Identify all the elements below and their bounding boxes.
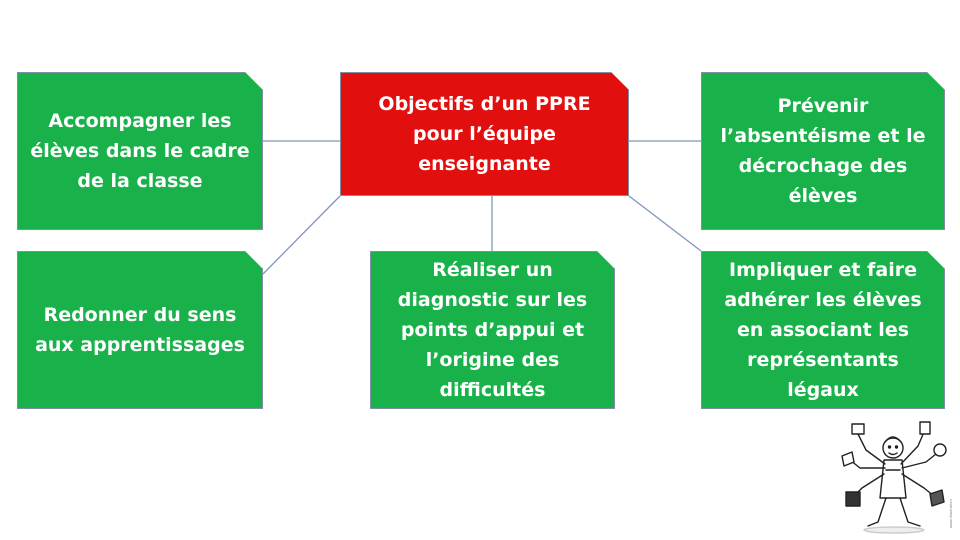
objective-box-impliquer: Impliquer et faire adhérer les élèves en… [701, 251, 945, 409]
objective-label-prevenir: Prévenir l’absentéisme et le décrochage … [720, 95, 926, 207]
central-topic-box: Objectifs d’un PPRE pour l’équipe enseig… [340, 72, 629, 196]
objective-box-realiser: Réaliser un diagnostic sur les points d’… [370, 251, 615, 409]
connector-center-to-bottom-left [262, 195, 341, 275]
objective-label-redonner: Redonner du sens aux apprentissages [35, 304, 245, 356]
objective-label-accompagner: Accompagner les élèves dans le cadre de … [30, 110, 250, 192]
objective-box-accompagner: Accompagner les élèves dans le cadre de … [17, 72, 263, 230]
multitasking-teacher-illustration: www.illustration [841, 421, 953, 534]
svg-text:www.illustration: www.illustration [949, 499, 953, 528]
connector-center-to-bottom-right [628, 195, 702, 252]
objective-box-prevenir: Prévenir l’absentéisme et le décrochage … [701, 72, 945, 230]
objective-label-realiser: Réaliser un diagnostic sur les points d’… [397, 259, 588, 401]
objective-label-impliquer: Impliquer et faire adhérer les élèves en… [724, 259, 922, 401]
objective-box-redonner: Redonner du sens aux apprentissages [17, 251, 263, 409]
central-topic-label: Objectifs d’un PPRE pour l’équipe enseig… [378, 93, 591, 175]
